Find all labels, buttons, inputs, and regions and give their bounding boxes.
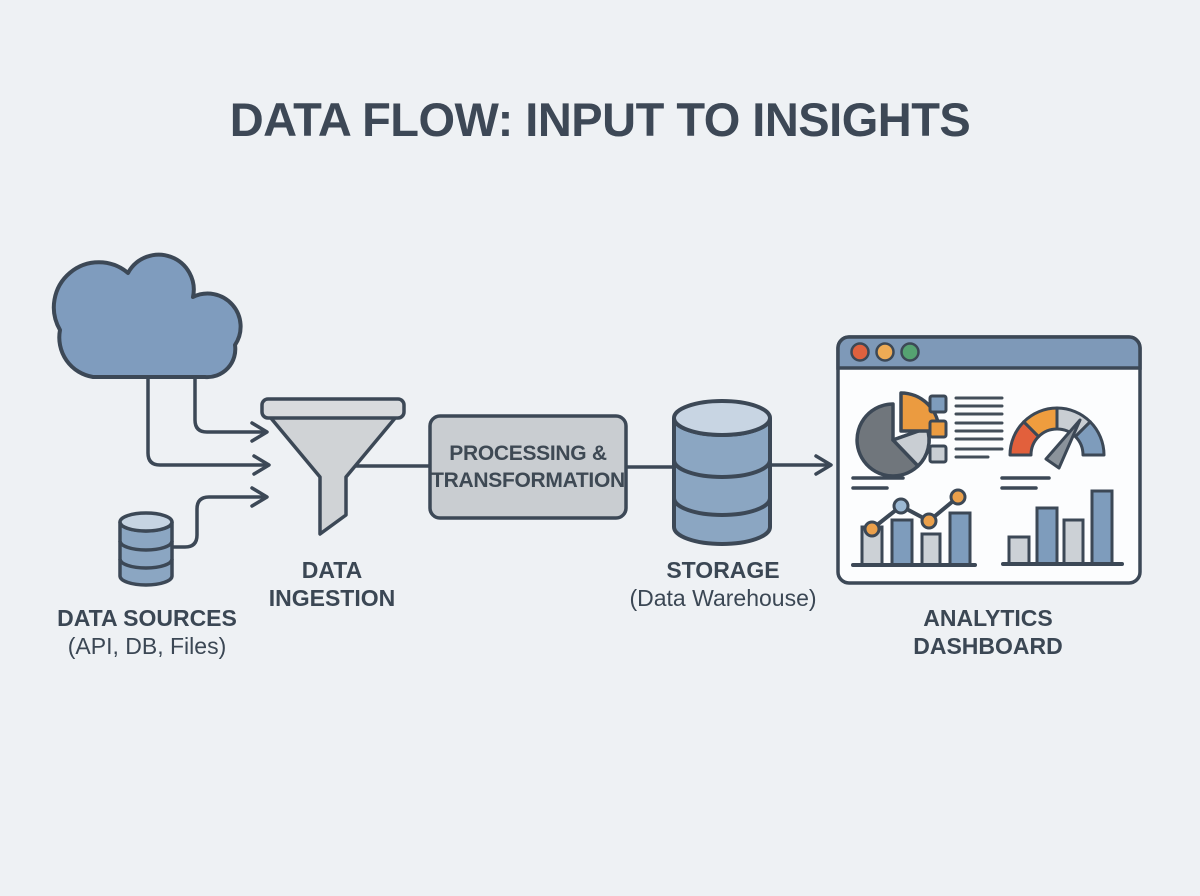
- arrow-cloud-to-funnel-1: [193, 366, 266, 434]
- arrowhead-icon: [250, 421, 269, 443]
- processing-box-label: PROCESSING & TRANSFORMATION: [431, 441, 625, 492]
- data-sources-subtitle: (API, DB, Files): [67, 633, 227, 660]
- processing-box: [428, 414, 628, 520]
- line-bar-combo-chart-icon: [851, 476, 977, 567]
- data-sources-title: DATA SOURCES: [57, 605, 237, 631]
- analytics-dashboard-title: ANALYTICS DASHBOARD: [913, 605, 1063, 660]
- storage-cylinder-icon: [672, 399, 772, 546]
- storage-subtitle: (Data Warehouse): [629, 585, 817, 612]
- checklist-icon: [928, 394, 1004, 464]
- minimize-dot-icon[interactable]: [875, 342, 895, 362]
- arrow-cloud-to-funnel-2: [146, 366, 268, 467]
- arrow-db-to-funnel: [168, 495, 266, 549]
- funnel-icon: [260, 397, 406, 536]
- connector-lines: [146, 366, 833, 549]
- storage-title: STORAGE: [666, 557, 780, 583]
- data-ingestion-label: DATA INGESTION: [257, 556, 407, 612]
- data-ingestion-title: DATA INGESTION: [268, 557, 396, 612]
- close-dot-icon[interactable]: [850, 342, 870, 362]
- arrowhead-icon: [814, 454, 833, 476]
- gauge-needle: [1044, 418, 1082, 470]
- arrowhead-icon: [250, 486, 269, 508]
- data-sources-label: DATA SOURCES (API, DB, Files): [27, 604, 267, 660]
- database-cylinder-icon: [118, 511, 174, 587]
- diagram-title: DATA FLOW: INPUT TO INSIGHTS: [229, 93, 971, 146]
- browser-window-icon: [836, 335, 1142, 585]
- maximize-dot-icon[interactable]: [900, 342, 920, 362]
- analytics-dashboard-label: ANALYTICS DASHBOARD: [888, 604, 1088, 660]
- gauge-icon: [1008, 406, 1106, 470]
- arrowhead-icon: [252, 454, 271, 476]
- bar-chart-icon: [1000, 476, 1124, 566]
- storage-label: STORAGE (Data Warehouse): [610, 556, 836, 612]
- cloud-icon: [51, 252, 243, 380]
